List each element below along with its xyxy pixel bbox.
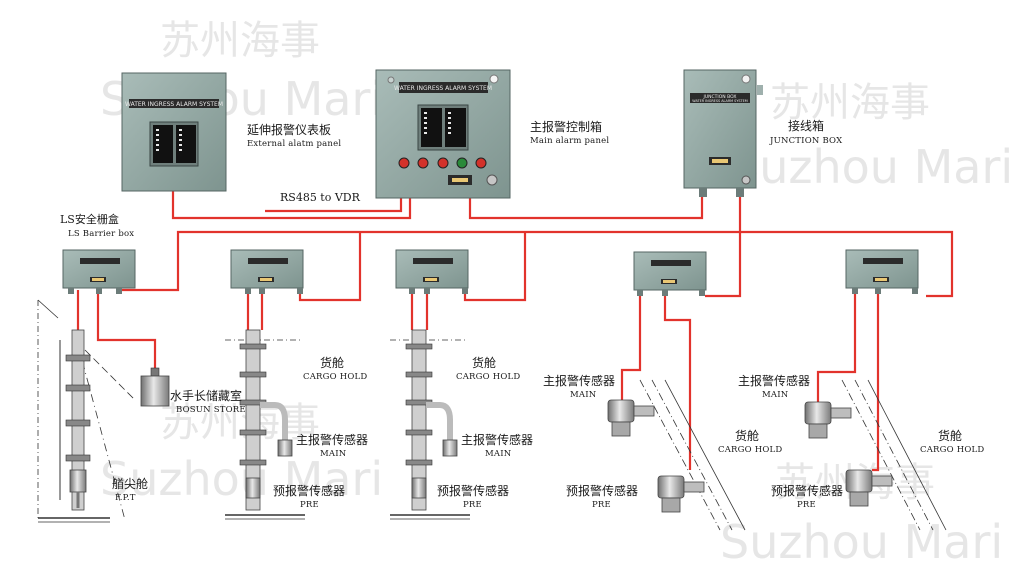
watermark-cn: 苏州海事 <box>770 80 930 126</box>
barrier-box-3 <box>395 249 469 294</box>
panel-plate-text: JUNCTION BOX <box>703 94 737 100</box>
watermark-cn: 苏州海事 <box>160 18 320 64</box>
wire-rs485 <box>265 198 403 213</box>
fpt-sensor-pipe <box>37 299 136 523</box>
cargo-hold-label-en: CARGO HOLD <box>718 445 783 455</box>
barrier-box-2 <box>230 249 304 294</box>
junction-box: JUNCTION BOX WATER INGRESS ALARM SYSTEM <box>683 69 763 197</box>
barrier-box-1 <box>62 249 136 294</box>
signal-wiring <box>76 190 954 472</box>
wire-barrier1-sensor <box>96 290 157 370</box>
watermark-cn: 苏州海事 <box>160 400 320 446</box>
panel-plate-text: WATER INGRESS ALARM SYSTEM <box>125 101 223 108</box>
pre-sensor-label-cn: 预报警传感器 <box>437 484 510 498</box>
pre-sensor-label-cn: 预报警传感器 <box>771 484 844 498</box>
wire-barrier4 <box>705 232 742 298</box>
pre-sensor-label-en: PRE <box>300 500 319 510</box>
cargo-hold-pipe-1 <box>225 329 305 520</box>
panel-plate-text: WATER INGRESS ALARM SYSTEM <box>394 85 492 92</box>
main-sensor-label-en: MAIN <box>570 390 597 400</box>
cargo-hold-label-en: CARGO HOLD <box>456 372 521 382</box>
junction-box-label-en: JUNCTION BOX <box>770 136 843 146</box>
main-sensor-label-cn: 主报警传感器 <box>543 374 616 388</box>
pre-sensor-label-en: PRE <box>797 500 816 510</box>
bosun-label-en: BOSUN STORE <box>176 405 246 415</box>
main-panel-label-en: Main alarm panel <box>530 136 610 146</box>
main-alarm-panel: WATER INGRESS ALARM SYSTEM <box>375 69 511 199</box>
barrier-box-5 <box>845 249 919 294</box>
external-alarm-panel: WATER INGRESS ALARM SYSTEM <box>121 72 227 192</box>
hull-sensor-group-4 <box>607 379 746 531</box>
wire-barrier2 <box>298 232 362 302</box>
indicator-red-3 <box>437 157 449 169</box>
barrier-label-en: LS Barrier box <box>68 229 135 239</box>
wire-barrier4-pre <box>663 290 692 470</box>
cargo-hold-label-cn: 货舱 <box>320 356 345 370</box>
main-sensor-label-en: MAIN <box>762 390 789 400</box>
hull-sensor-group-5 <box>804 379 947 531</box>
junction-box-label-cn: 接线箱 <box>788 119 825 133</box>
indicator-green <box>456 157 468 169</box>
pre-sensor-label-en: PRE <box>592 500 611 510</box>
panel-plate-subtext: WATER INGRESS ALARM SYSTEM <box>692 99 747 103</box>
main-sensor-label-en: MAIN <box>485 449 512 459</box>
fpt-label-en: F.P.T <box>115 493 136 503</box>
main-sensor-valve-4 <box>607 399 655 437</box>
wire-external-to-main <box>171 190 412 220</box>
wire-barrier4-main <box>620 290 642 400</box>
bosun-store-sensor <box>140 367 170 407</box>
rs485-label: RS485 to VDR <box>280 191 360 204</box>
fpt-label-cn: 艏尖舱 <box>112 477 149 491</box>
watermark-en: Suzhou Mari <box>720 515 1004 569</box>
cargo-hold-pipe-2 <box>390 329 470 520</box>
wire-barrier5-pre <box>872 290 880 472</box>
barrier-box-4 <box>633 251 707 296</box>
external-panel-label-cn: 延伸报警仪表板 <box>247 123 332 137</box>
wire-barrier3 <box>463 232 527 302</box>
cargo-hold-label-en: CARGO HOLD <box>920 445 985 455</box>
main-sensor-valve-5 <box>804 401 852 439</box>
wire-bus-left <box>740 230 954 298</box>
cargo-hold-label-en: CARGO HOLD <box>303 372 368 382</box>
main-panel-label-cn: 主报警控制箱 <box>530 120 603 134</box>
cargo-hold-label-cn: 货舱 <box>472 356 497 370</box>
wire-main-to-junction <box>468 196 704 220</box>
main-sensor-label-cn: 主报警传感器 <box>461 433 534 447</box>
wire-barrier5-main <box>816 290 857 402</box>
pre-sensor-label-cn: 预报警传感器 <box>566 484 639 498</box>
pre-sensor-valve-4 <box>657 475 705 513</box>
indicator-red-2 <box>417 157 429 169</box>
barrier-label-cn: LS安全栅盒 <box>60 213 119 226</box>
main-sensor-label-en: MAIN <box>320 449 347 459</box>
watermark-en: Suzhou Mari <box>730 140 1014 194</box>
bosun-label-cn: 水手长储藏室 <box>170 389 243 403</box>
external-panel-label-en: External alatm panel <box>247 139 342 149</box>
cargo-hold-label-cn: 货舱 <box>938 429 963 443</box>
indicator-red-1 <box>398 157 410 169</box>
pre-sensor-label-cn: 预报警传感器 <box>273 484 346 498</box>
main-sensor-label-cn: 主报警传感器 <box>296 433 369 447</box>
indicator-red-4 <box>475 157 487 169</box>
pre-sensor-valve-5 <box>845 469 893 507</box>
cargo-hold-label-cn: 货舱 <box>735 429 760 443</box>
main-sensor-label-cn: 主报警传感器 <box>738 374 811 388</box>
pre-sensor-label-en: PRE <box>463 500 482 510</box>
